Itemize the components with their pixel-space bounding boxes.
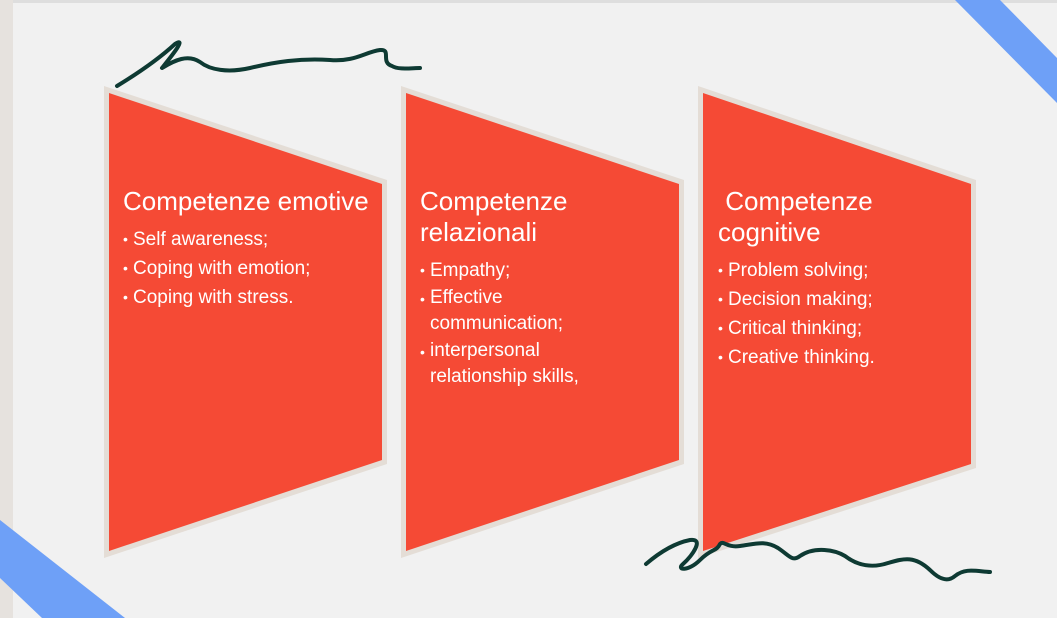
panel-shape-3-fill [703,93,971,551]
bullet-icon: • [718,291,723,307]
panel-shape-1-fill [109,93,382,551]
list-item: •Problem solving; [718,256,958,285]
panel-list: •Self awareness; •Coping with emotion; •… [123,225,383,312]
left-border [0,0,13,618]
bullet-icon: • [123,289,128,305]
list-item: •Effective communication; [420,287,564,334]
bullet-icon: • [718,262,723,278]
panel-cognitive: Competenze cognitive •Problem solving; •… [718,186,958,372]
panel-emotive: Competenze emotive •Self awareness; •Cop… [123,186,383,312]
panel-shape-2-fill [406,93,679,551]
list-item: •Critical thinking; [718,314,958,343]
list-item: •Decision making; [718,285,958,314]
top-border [0,0,1057,3]
top-scribble [115,40,422,88]
panel-relazionali: Competenze relazionali •Empathy; •Effect… [420,186,625,391]
panel-list: •Problem solving; •Decision making; •Cri… [718,256,958,372]
bullet-icon: • [420,344,425,360]
list-item: •Coping with stress. [123,283,383,312]
list-item: •Creative thinking. [718,343,958,372]
panel-title: Competenze relazionali [420,186,568,247]
list-item: •Coping with emotion; [123,254,383,283]
panel-title: Competenze cognitive [718,186,880,247]
bullet-icon: • [718,320,723,336]
bullet-icon: • [123,260,128,276]
list-item: •Empathy; [420,256,625,285]
panel-list: •Empathy; •Effective communication; •int… [420,256,625,391]
list-item: •Self awareness; [123,225,383,254]
bullet-icon: • [123,231,128,247]
bottom-scribble [644,537,992,582]
bullet-icon: • [420,291,425,307]
bullet-icon: • [718,349,723,365]
top-right-stripe [955,0,1057,103]
list-item: •interpersonal relationship skills, [420,340,579,387]
bullet-icon: • [420,262,425,278]
panel-title: Competenze emotive [123,186,369,216]
bottom-left-stripe [0,520,125,618]
